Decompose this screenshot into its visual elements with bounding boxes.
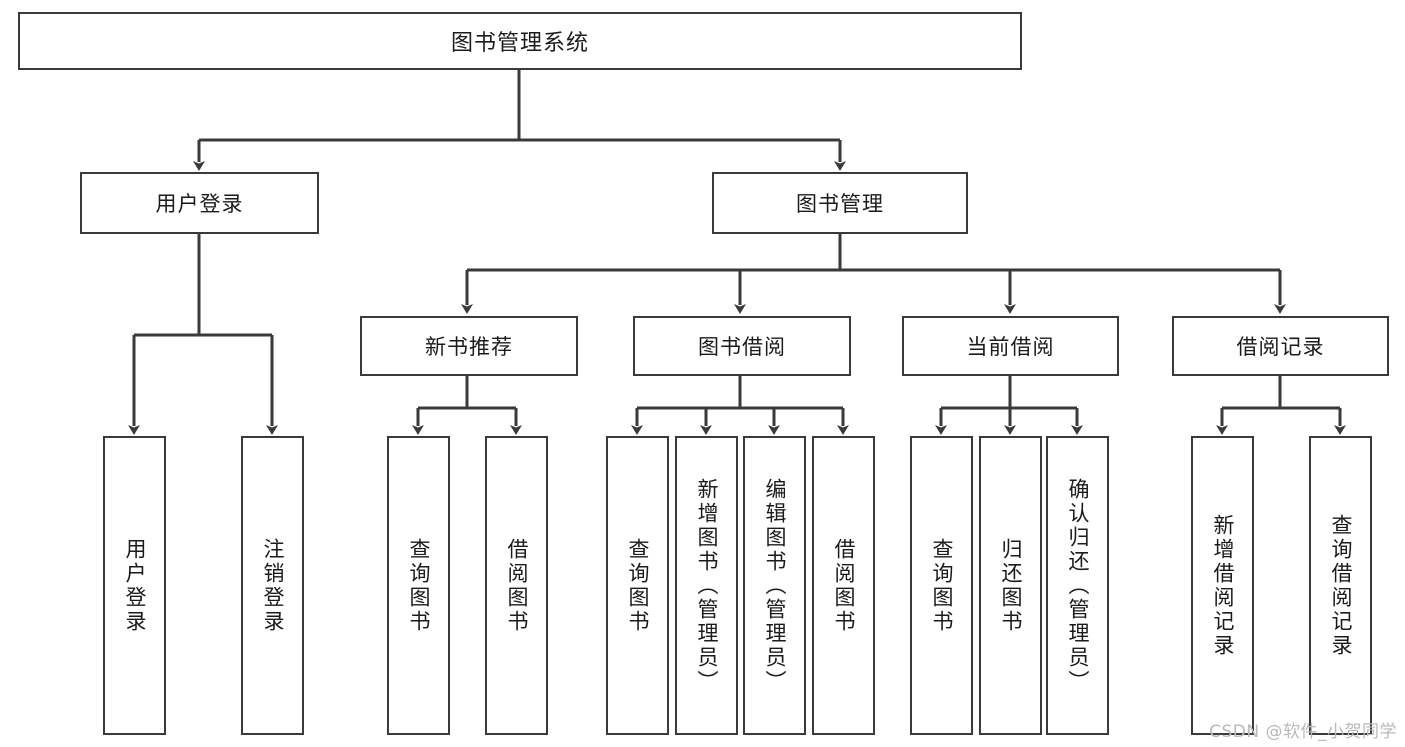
node-label: 用户登录: [155, 192, 244, 216]
connector-bookmgmt-to-level3: [461, 234, 1286, 314]
node-current-borrow[interactable]: 当前借阅: [902, 316, 1119, 376]
node-label: 确认归还（管理员）: [1066, 477, 1090, 694]
node-label: 新增借阅记录: [1211, 513, 1235, 658]
node-user-login[interactable]: 用户登录: [80, 172, 319, 234]
node-label: 借阅记录: [1236, 335, 1325, 359]
node-label: 新书推荐: [425, 335, 513, 359]
leaf-new-book-borrow-book[interactable]: 借阅图书: [485, 436, 548, 735]
leaf-borrow-record-add-record[interactable]: 新增借阅记录: [1191, 436, 1254, 735]
node-label: 图书借阅: [698, 335, 786, 359]
node-label: 用户登录: [123, 537, 147, 634]
watermark-text: CSDN @软件_小贺同学: [1209, 722, 1397, 742]
node-label: 图书管理系统: [450, 31, 589, 56]
leaf-user-login-do-login[interactable]: 用户登录: [103, 436, 166, 735]
node-root-book-management-system[interactable]: 图书管理系统: [18, 12, 1022, 70]
node-label: 编辑图书（管理员）: [763, 477, 787, 694]
node-label: 新增图书（管理员）: [695, 477, 719, 694]
node-label: 当前借阅: [966, 335, 1055, 359]
connector-borrowrecord-to-leaves: [1216, 376, 1346, 435]
leaf-book-borrow-add-book-admin[interactable]: 新增图书（管理员）: [675, 436, 738, 735]
node-label: 查询图书: [930, 537, 954, 634]
node-label: 借阅图书: [832, 537, 856, 634]
leaf-book-borrow-edit-book-admin[interactable]: 编辑图书（管理员）: [743, 436, 806, 735]
node-label: 查询借阅记录: [1329, 513, 1353, 658]
node-label: 归还图书: [999, 537, 1023, 634]
leaf-borrow-record-query-record[interactable]: 查询借阅记录: [1309, 436, 1372, 735]
node-label: 借阅图书: [505, 537, 529, 634]
leaf-current-borrow-query-book[interactable]: 查询图书: [910, 436, 973, 735]
leaf-new-book-query-book[interactable]: 查询图书: [387, 436, 450, 735]
node-label: 查询图书: [626, 537, 650, 634]
node-new-book-recommend[interactable]: 新书推荐: [360, 316, 578, 376]
leaf-book-borrow-borrow-book[interactable]: 借阅图书: [812, 436, 875, 735]
leaf-current-borrow-confirm-return-admin[interactable]: 确认归还（管理员）: [1046, 436, 1109, 735]
node-label: 注销登录: [261, 537, 285, 634]
leaf-book-borrow-query-book[interactable]: 查询图书: [606, 436, 669, 735]
node-borrow-record[interactable]: 借阅记录: [1172, 316, 1389, 376]
connector-currentborrow-to-leaves: [935, 376, 1083, 435]
connector-root-to-level2: [193, 70, 846, 171]
node-label: 查询图书: [407, 537, 431, 634]
leaf-user-login-logout[interactable]: 注销登录: [241, 436, 304, 735]
node-label: 图书管理: [796, 192, 884, 216]
connector-newbook-to-leaves: [412, 376, 522, 435]
node-book-management[interactable]: 图书管理: [712, 172, 968, 234]
leaf-current-borrow-return-book[interactable]: 归还图书: [979, 436, 1042, 735]
node-book-borrow[interactable]: 图书借阅: [633, 316, 851, 376]
connector-bookborrow-to-leaves: [631, 376, 849, 435]
connector-userlogin-to-leaves: [128, 234, 278, 435]
